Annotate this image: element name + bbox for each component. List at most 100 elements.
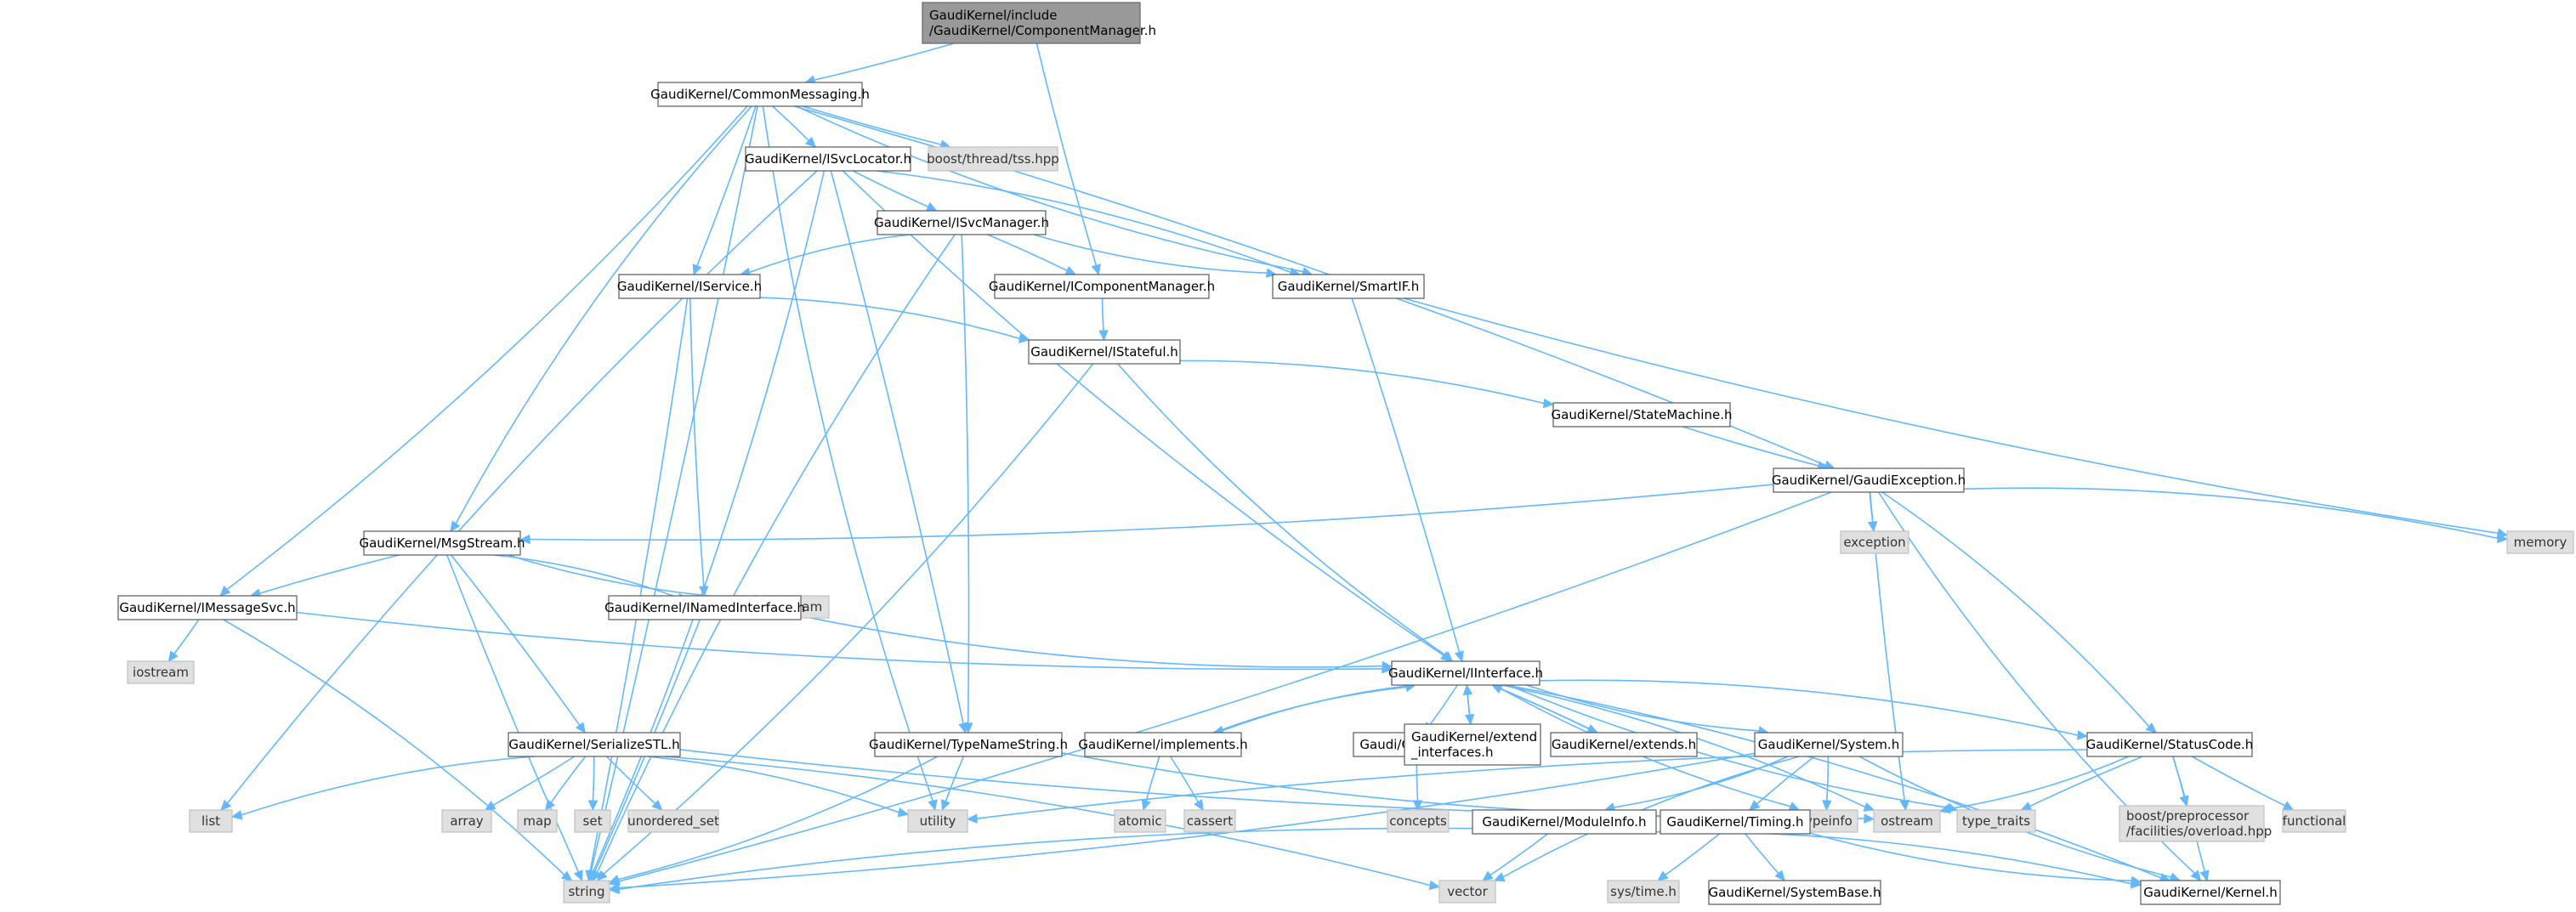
arrowhead-system-to-timing xyxy=(1748,800,1761,811)
node-typetraits: type_traits xyxy=(1956,809,2036,833)
arrowhead-iserv-to-inamed xyxy=(699,586,709,598)
node-modinfo[interactable]: GaudiKernel/ModuleInfo.h xyxy=(1472,809,1657,835)
arrowhead-system-to-typeinfo xyxy=(1822,800,1832,812)
edge-isl-to-sif xyxy=(877,170,1291,274)
header-nodes: GaudiKernel/include/GaudiKernel/Componen… xyxy=(117,2,2574,905)
node-label: GaudiKernel/StatusCode.h xyxy=(2086,737,2254,752)
node-label: GaudiKernel/IService.h xyxy=(617,279,762,294)
node-label: GaudiKernel/SmartIF.h xyxy=(1278,279,1419,294)
node-label: atomic xyxy=(1118,813,1161,829)
node-kernel[interactable]: GaudiKernel/Kernel.h xyxy=(2140,880,2281,905)
node-label: GaudiKernel/CommonMessaging.h xyxy=(650,87,870,102)
node-label: _interfaces.h xyxy=(1410,745,1494,761)
node-scode[interactable]: GaudiKernel/StatusCode.h xyxy=(2086,732,2254,757)
edge-timing-to-sysbase xyxy=(1745,833,1779,875)
node-list: list xyxy=(189,809,233,833)
edge-system-to-timing xyxy=(1756,756,1815,805)
node-icm[interactable]: GaudiKernel/IComponentManager.h xyxy=(989,274,1215,299)
edge-cm-to-msgs xyxy=(455,105,752,524)
arrowhead-isl-to-list xyxy=(220,799,232,811)
node-label: concepts xyxy=(1389,813,1447,829)
node-extends[interactable]: GaudiKernel/extends.h xyxy=(1550,732,1698,757)
edge-ism-to-icm xyxy=(987,234,1068,272)
arrowhead-istate-to-string xyxy=(596,870,608,881)
node-sstl[interactable]: GaudiKernel/SerializeSTL.h xyxy=(508,732,681,757)
edge-cm-to-utility xyxy=(762,105,933,802)
arrowhead-modinfo-to-string xyxy=(608,884,620,895)
node-box xyxy=(1754,732,1904,757)
edge-isl-to-string xyxy=(592,170,826,872)
node-gexc[interactable]: GaudiKernel/GaudiException.h xyxy=(1772,467,1966,493)
edge-iinter-to-system xyxy=(1525,684,1760,732)
node-cassert: cassert xyxy=(1183,809,1236,833)
arrowhead-system-to-kernel xyxy=(2169,872,2182,882)
node-label: GaudiKernel/extend xyxy=(1411,729,1537,745)
node-box xyxy=(922,2,1141,44)
node-box xyxy=(1472,809,1657,835)
node-box xyxy=(1084,732,1242,757)
node-sconcepts: concepts xyxy=(1387,809,1450,833)
node-extif[interactable]: GaudiKernel/extend_interfaces.h xyxy=(1404,723,1541,766)
node-box xyxy=(657,82,863,107)
arrowhead-timing-to-kernel xyxy=(2130,875,2142,886)
arrowhead-sstl-to-ostream xyxy=(1864,813,1875,824)
node-box xyxy=(1391,660,1540,686)
node-box xyxy=(1387,809,1450,833)
arrowhead-inamed-to-string xyxy=(590,870,600,882)
node-label: map xyxy=(523,813,551,829)
node-timing[interactable]: GaudiKernel/Timing.h xyxy=(1660,809,1811,835)
node-iinter[interactable]: GaudiKernel/IInterface.h xyxy=(1388,660,1543,686)
node-box xyxy=(2140,880,2281,905)
edge-scode-to-functional xyxy=(2192,756,2286,807)
node-smach[interactable]: GaudiKernel/StateMachine.h xyxy=(1552,402,1733,428)
arrowhead-extends-to-iinter xyxy=(1490,684,1503,694)
node-tns[interactable]: GaudiKernel/TypeNameString.h xyxy=(869,732,1068,757)
node-string: string xyxy=(563,880,610,904)
arrowhead-sstl-to-utility xyxy=(897,807,910,818)
node-iserv[interactable]: GaudiKernel/IService.h xyxy=(617,274,762,299)
arrowhead-iserv-to-istate xyxy=(1018,333,1030,343)
edge-scode-to-typetraits xyxy=(2029,756,2143,807)
node-cm[interactable]: GaudiKernel/CommonMessaging.h xyxy=(650,82,870,107)
arrowhead-tns-to-utility xyxy=(941,799,950,812)
node-label: typeinfo xyxy=(1800,813,1853,829)
edge-ism-to-iserv xyxy=(749,234,911,274)
arrowhead-cm-to-iserv xyxy=(692,263,702,276)
node-box xyxy=(563,880,610,904)
node-imsg[interactable]: GaudiKernel/IMessageSvc.h xyxy=(117,595,298,620)
node-msgs[interactable]: GaudiKernel/MsgStream.h xyxy=(359,530,525,556)
edge-iinter-to-concepts xyxy=(1429,684,1458,726)
node-ism[interactable]: GaudiKernel/ISvcManager.h xyxy=(874,210,1049,235)
node-box xyxy=(1272,274,1425,299)
node-inamed[interactable]: GaudiKernel/INamedInterface.h xyxy=(604,595,805,620)
edge-modinfo-to-kernel xyxy=(1655,830,2132,885)
node-box xyxy=(994,274,1210,299)
node-functional: functional xyxy=(2282,809,2346,833)
node-sysbase[interactable]: GaudiKernel/SystemBase.h xyxy=(1708,880,1881,905)
arrowhead-system-to-vector xyxy=(1493,872,1506,882)
node-system[interactable]: GaudiKernel/System.h xyxy=(1754,732,1904,757)
node-box xyxy=(2086,732,2253,757)
node-box xyxy=(508,732,681,757)
edge-istate-to-string xyxy=(603,363,1094,875)
arrowhead-imsg-to-string xyxy=(560,870,573,881)
node-vector: vector xyxy=(1438,880,1496,904)
node-box xyxy=(1438,880,1496,904)
edge-msgs-to-string xyxy=(446,554,580,873)
node-istate[interactable]: GaudiKernel/IStateful.h xyxy=(1028,339,1181,365)
arrowhead-impl-to-cassert xyxy=(1194,799,1204,812)
node-box xyxy=(117,595,298,620)
node-sif[interactable]: GaudiKernel/SmartIF.h xyxy=(1272,274,1425,299)
node-box xyxy=(517,809,558,833)
node-label: type_traits xyxy=(1962,813,2030,830)
edge-smach-to-gexc xyxy=(1682,426,1819,467)
node-label: GaudiKernel/TypeNameString.h xyxy=(869,737,1068,752)
node-isl[interactable]: GaudiKernel/ISvcLocator.h xyxy=(745,146,911,172)
node-impl[interactable]: GaudiKernel/implements.h xyxy=(1078,732,1248,757)
node-box xyxy=(745,146,911,172)
node-label: string xyxy=(568,884,604,899)
node-label: GaudiKernel/StateMachine.h xyxy=(1552,407,1733,422)
node-root[interactable]: GaudiKernel/include/GaudiKernel/Componen… xyxy=(922,2,1156,44)
arrowhead-iinter-to-ostream xyxy=(1863,802,1875,812)
node-label: GaudiKernel/System.h xyxy=(1758,737,1899,752)
